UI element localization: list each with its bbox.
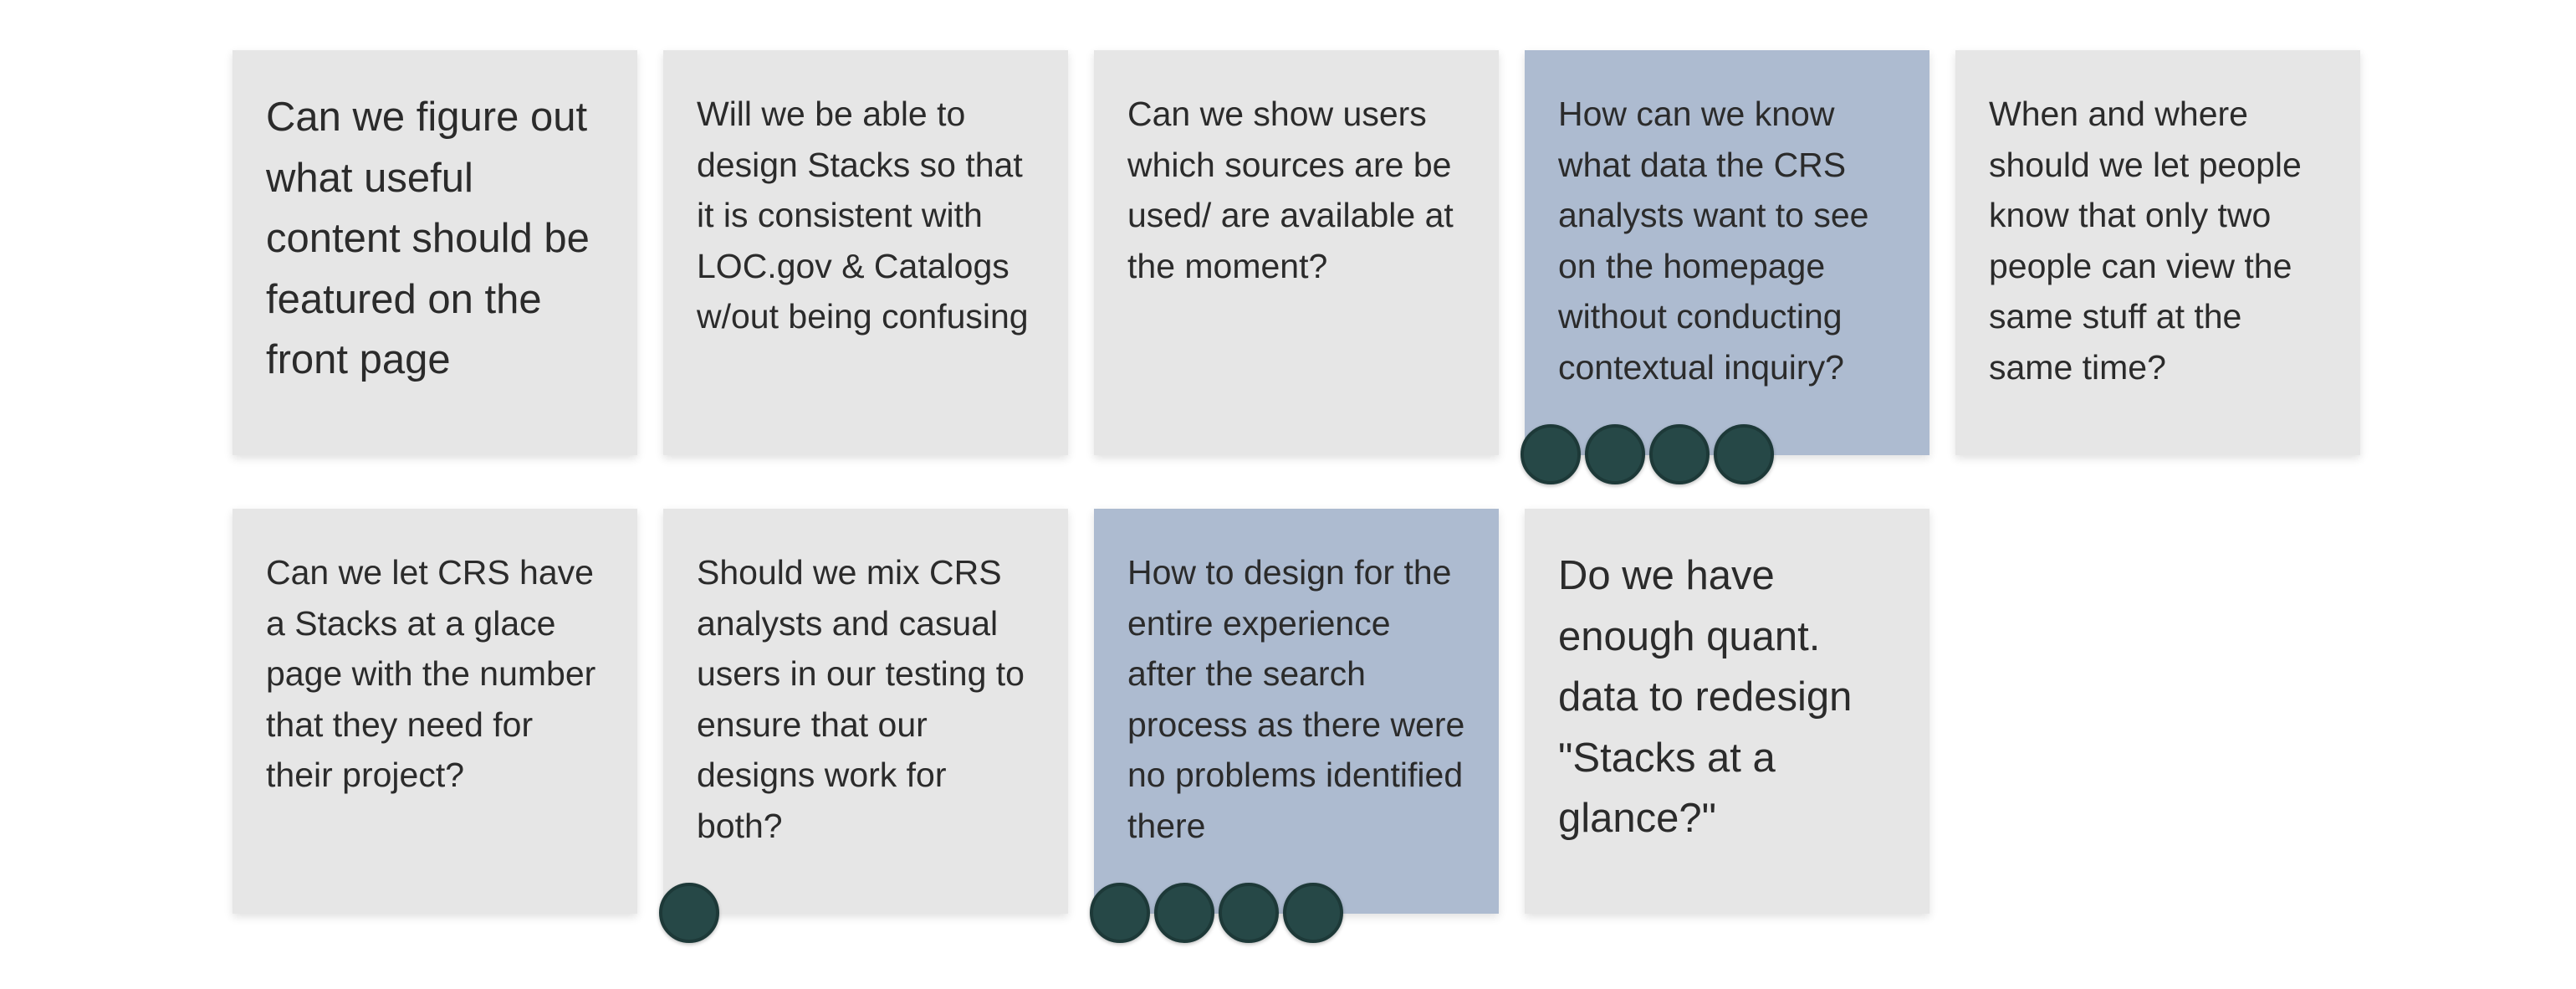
vote-dots-group <box>1090 883 1343 943</box>
vote-dot-icon[interactable] <box>1714 424 1774 484</box>
sticky-note-text: How to design for the entire experience … <box>1127 553 1465 845</box>
sticky-note-text: Should we mix CRS analysts and casual us… <box>697 553 1025 845</box>
sticky-note-text: When and where should we let people know… <box>1989 95 2302 387</box>
sticky-note-text: Will we be able to design Stacks so that… <box>697 95 1029 336</box>
vote-dots-group <box>1521 424 1774 484</box>
vote-dot-icon[interactable] <box>1154 883 1214 943</box>
sticky-note-text: How can we know what data the CRS analys… <box>1558 95 1869 387</box>
sticky-note-text: Do we have enough quant. data to redesig… <box>1558 553 1853 841</box>
sticky-note[interactable]: When and where should we let people know… <box>1955 50 2360 455</box>
vote-dot-icon[interactable] <box>1090 883 1150 943</box>
sticky-note[interactable]: Can we show users which sources are be u… <box>1094 50 1499 455</box>
vote-dots-group <box>659 883 719 943</box>
sticky-note-text: Can we show users which sources are be u… <box>1127 95 1454 285</box>
sticky-note-highlighted[interactable]: How to design for the entire experience … <box>1094 509 1499 914</box>
sticky-note[interactable]: Should we mix CRS analysts and casual us… <box>663 509 1068 914</box>
sticky-note-highlighted[interactable]: How can we know what data the CRS analys… <box>1525 50 1929 455</box>
vote-dot-icon[interactable] <box>1521 424 1581 484</box>
vote-dot-icon[interactable] <box>1649 424 1710 484</box>
vote-dot-icon[interactable] <box>1283 883 1343 943</box>
sticky-note[interactable]: Can we let CRS have a Stacks at a glace … <box>233 509 637 914</box>
vote-dot-icon[interactable] <box>1219 883 1279 943</box>
sticky-note-text: Can we figure out what useful content sh… <box>266 95 590 382</box>
sticky-note[interactable]: Will we be able to design Stacks so that… <box>663 50 1068 455</box>
vote-dot-icon[interactable] <box>1585 424 1645 484</box>
sticky-note[interactable]: Can we figure out what useful content sh… <box>233 50 637 455</box>
sticky-note[interactable]: Do we have enough quant. data to redesig… <box>1525 509 1929 914</box>
vote-dot-icon[interactable] <box>659 883 719 943</box>
sticky-note-text: Can we let CRS have a Stacks at a glace … <box>266 553 596 794</box>
